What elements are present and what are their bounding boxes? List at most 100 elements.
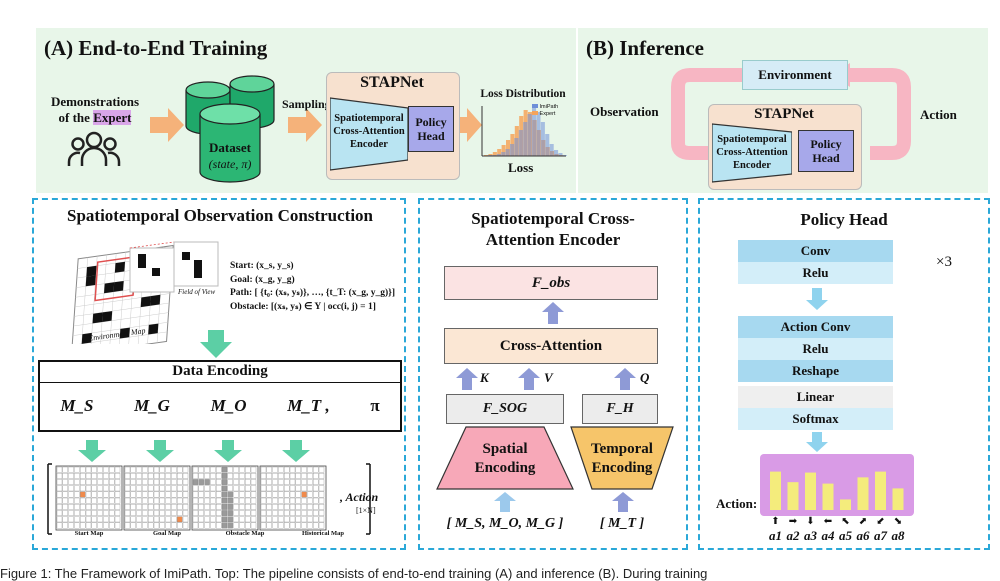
formula-path: Path: [ {t₀: (xₛ, yₛ)}, …, {t_T: (x_g, y… (230, 287, 395, 301)
arrow-up-fobs (542, 302, 564, 324)
action-bar-3 (805, 473, 816, 510)
action-glyph-3: ⬇ (806, 516, 814, 527)
dataset-label: Dataset (200, 140, 260, 156)
hist-bar-imipath (550, 144, 554, 156)
ph-relu-1: Relu (738, 262, 893, 284)
v-label: V (544, 370, 553, 386)
arrow-down-policy (806, 288, 828, 310)
people-icon (66, 128, 122, 170)
obstacle-cell (150, 295, 160, 306)
fov-label: Field of View (178, 288, 215, 296)
ph-linear: Linear (738, 386, 893, 408)
expert-highlight: Expert (93, 110, 131, 125)
action-name-6: a6 (857, 528, 871, 543)
encoding-maps-row (44, 440, 374, 540)
environment-box: Environment (742, 60, 848, 90)
hist-bar-imipath (519, 130, 523, 156)
action-glyph-8: ⬊ (894, 516, 902, 527)
formula-goal: Goal: (x_g, y_g) (230, 274, 395, 288)
action-bar-6 (858, 477, 869, 510)
action-name-5: a5 (839, 528, 853, 543)
action-glyph-5: ⬉ (841, 516, 849, 527)
formula-block: Start: (x_s, y_s) Goal: (x_g, y_g) Path:… (230, 260, 395, 314)
arrow-up-temporal-input (612, 492, 634, 512)
symbol-mt: M_T , (287, 396, 330, 416)
dataset-sub: (state, π) (196, 157, 264, 172)
action-name-1: a1 (769, 528, 782, 543)
encoding-symbols: M_S M_G M_O M_T , π (40, 396, 400, 416)
obstacle-cell (114, 281, 124, 292)
ph-conv: Conv (738, 240, 893, 262)
loss-xlabel: Loss (508, 160, 533, 176)
action-glyph-1: ⬆ (771, 516, 779, 527)
obstacle-cell (102, 311, 112, 322)
hist-bar-imipath (501, 152, 505, 156)
observation-construction-title: Spatiotemporal Observation Construction (38, 206, 402, 226)
arrow-up-q (614, 368, 636, 390)
cross-attention-box: Cross-Attention (444, 328, 658, 364)
observation-label: Observation (590, 104, 659, 120)
data-encoding-title: Data Encoding (40, 363, 400, 383)
action-glyph-7: ⬋ (876, 516, 884, 527)
action-bar-7 (875, 472, 886, 510)
stapnet-inference-title: STAPNet (708, 106, 860, 123)
arrow-down-encoding (200, 330, 232, 358)
action-label-inference: Action (920, 107, 957, 123)
formula-start: Start: (x_s, y_s) (230, 260, 395, 274)
ph-action-conv: Action Conv (738, 316, 893, 338)
action-glyph-4: ⬅ (824, 516, 832, 527)
spatial-input-label: [ M_S, M_O, M_G ] (446, 516, 564, 532)
obstacle-cell (115, 262, 125, 273)
hist-bar-imipath (541, 122, 545, 156)
arrow-down-softmax (806, 432, 828, 452)
ph-softmax: Softmax (738, 408, 893, 430)
arrow-up-k (456, 368, 478, 390)
loss-legend: ImiPath Expert (532, 104, 558, 118)
f-obs-box: F_obs (444, 266, 658, 300)
action-glyph-6: ⬈ (859, 516, 867, 527)
map-labels: Start Map Goal Map Obstacle Map Historic… (56, 530, 356, 537)
obstacle-cell (104, 282, 114, 293)
action-dim-label: [1×N] (356, 506, 376, 515)
action-name-4: a4 (822, 528, 836, 543)
encoder-title: Spatiotemporal Cross-Attention Encoder (420, 208, 686, 250)
loss-title: Loss Distribution (478, 88, 568, 100)
action-encoding-label: , Action (340, 490, 378, 505)
hist-bar-imipath (528, 114, 532, 156)
hist-bar-imipath (545, 134, 549, 156)
hist-bar-imipath (536, 112, 540, 156)
ph-reshape: Reshape (738, 360, 893, 382)
action-name-8: a8 (892, 528, 906, 543)
k-label: K (480, 370, 489, 386)
repeat-label: ×3 (936, 254, 952, 271)
symbol-mo: M_O (211, 396, 247, 416)
stapnet-training-title: STAPNet (326, 74, 458, 92)
arrow-up-v (518, 368, 540, 390)
symbol-ms: M_S (60, 396, 93, 416)
action-bar-8 (893, 488, 904, 510)
obstacle-cell (86, 275, 96, 286)
hist-bar-imipath (510, 144, 514, 156)
formula-obstacle: Obstacle: [(xₛ, yₛ) ∈ Y | occ(i, j) = 1] (230, 301, 395, 315)
action-glyph-2: ➡ (789, 516, 798, 527)
hist-bar-imipath (554, 150, 558, 156)
temporal-input-label: [ M_T ] (584, 516, 660, 532)
action-bar-1 (770, 472, 781, 510)
ph-relu-2: Relu (738, 338, 893, 360)
action-bar-2 (788, 482, 799, 510)
action-bar-4 (823, 484, 834, 510)
arrow-dataset-to-stapnet (288, 108, 322, 142)
q-label: Q (640, 370, 649, 386)
obstacle-cell (86, 266, 96, 277)
sampling-label: Sampling (282, 97, 331, 112)
figure-caption: Figure 1: The Framework of ImiPath. Top:… (0, 566, 1000, 581)
arrow-up-spatial-input (494, 492, 516, 512)
action-bar-5 (840, 499, 851, 510)
action-label-policy: Action: (716, 496, 757, 512)
hist-bar-imipath (506, 149, 510, 156)
